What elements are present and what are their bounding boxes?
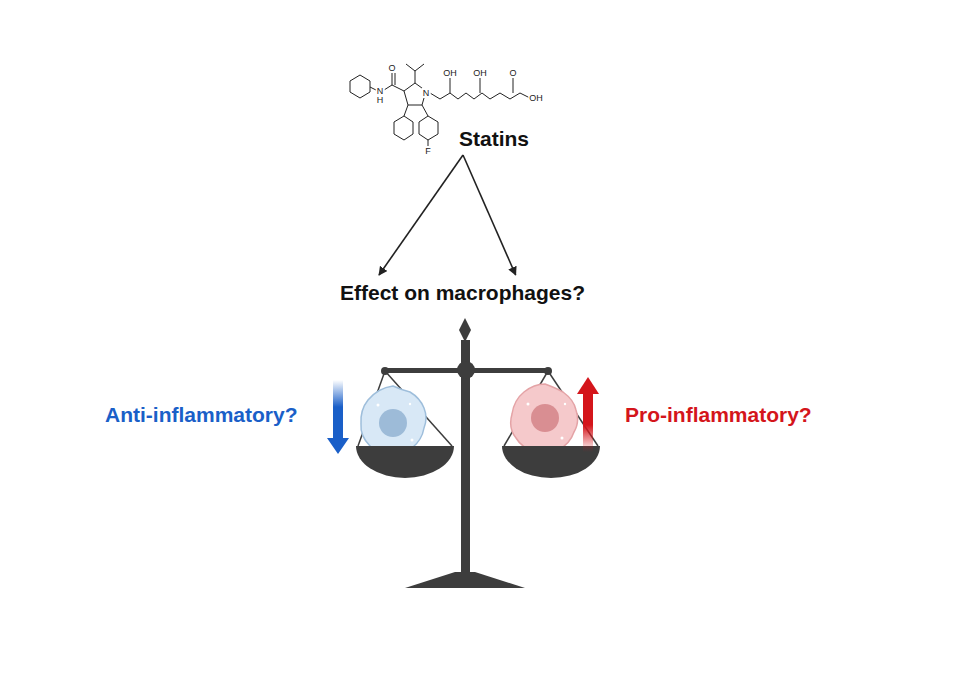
question-heading: Effect on macrophages? xyxy=(336,279,589,307)
node-text: Statins xyxy=(459,127,529,151)
decrease-arrow xyxy=(327,380,349,454)
drug-name: Statins xyxy=(455,125,533,153)
arrow-connector xyxy=(463,155,516,275)
anti-inflammatory-macrophage xyxy=(361,386,426,454)
atom-label: F xyxy=(424,146,432,156)
increase-arrow xyxy=(577,377,599,452)
atom-label: OH xyxy=(528,93,544,103)
scale-pans xyxy=(356,446,600,478)
atom-label: O xyxy=(387,63,396,73)
atom-label: OH xyxy=(472,68,488,78)
arrow-connector xyxy=(379,155,463,275)
node-text: Effect on macrophages? xyxy=(340,281,585,305)
atom-label: OH xyxy=(442,68,458,78)
atom-label: O xyxy=(508,68,517,78)
pro-inflammatory-macrophage xyxy=(511,384,578,452)
atom-label: H xyxy=(376,95,385,105)
effect-label: Pro-inflammatory? xyxy=(625,403,812,427)
effect-label: Anti-inflammatory? xyxy=(105,403,298,427)
atom-label: N xyxy=(422,88,431,98)
